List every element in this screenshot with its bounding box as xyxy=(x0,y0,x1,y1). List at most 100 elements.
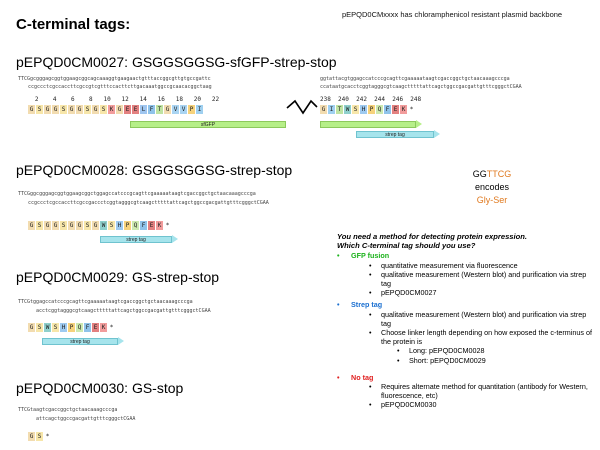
amino-acid-residue: G xyxy=(28,105,36,114)
stop-codon-residue: * xyxy=(108,323,116,332)
amino-acid-residue: H xyxy=(360,105,368,114)
amino-acid-residue: E xyxy=(92,323,100,332)
amino-acid-residue: L xyxy=(140,105,148,114)
no-tag-heading: No tag xyxy=(351,372,374,382)
stop-codon-residue: * xyxy=(164,221,172,230)
stop-codon-residue: * xyxy=(44,432,52,441)
codon-ttcg: TTCG xyxy=(486,169,512,179)
tag-choice-panel: You need a method for detecting protein … xyxy=(337,232,597,410)
strep-tag-feature-bar-0028: strep tag xyxy=(100,236,172,243)
amino-acid-residue: G xyxy=(52,105,60,114)
construct-0027-aa-numbers-left: 2 4 6 8 10 12 14 16 18 20 22 xyxy=(24,96,220,103)
gfp-item-2: qualitative measurement (Western blot) a… xyxy=(381,269,587,289)
amino-acid-residue: S xyxy=(36,323,44,332)
amino-acid-residue: P xyxy=(188,105,196,114)
amino-acid-residue: G xyxy=(92,105,100,114)
amino-acid-residue: P xyxy=(68,323,76,332)
amino-acid-residue: K xyxy=(400,105,408,114)
notag-item-1: Requires alternate method for quantitati… xyxy=(381,382,588,401)
amino-acid-residue: G xyxy=(52,221,60,230)
stop-codon-residue: * xyxy=(408,105,416,114)
construct-0027-dna-bottom-right: ccataatgcacctcggtagggcgtcaagctttttattcag… xyxy=(320,84,522,90)
construct-0028-title: pEPQD0CM0028: GSGGSGGSG-strep-stop xyxy=(16,162,293,178)
sfgfp-feature-bar: sfGFP xyxy=(130,121,286,128)
amino-acid-residue: W xyxy=(100,221,108,230)
amino-acid-residue: S xyxy=(36,221,44,230)
codon-gg: GG xyxy=(472,169,487,179)
strep-tag-arrow-icon xyxy=(172,235,178,243)
amino-acid-residue: F xyxy=(148,105,156,114)
amino-acid-residue: G xyxy=(116,105,124,114)
construct-0027-dna-top-left: TTCGgcgggagcggtggaagcggcagcaaaggtgaagaac… xyxy=(18,76,211,82)
amino-acid-residue: W xyxy=(44,323,52,332)
backbone-note: pEPQD0CMxxxx has chloramphenicol resista… xyxy=(342,10,563,19)
amino-acid-residue: E xyxy=(148,221,156,230)
strep-sub-long: Long: pEPQD0CM0028 xyxy=(409,346,485,356)
construct-0029-title: pEPQD0CM0029: GS-strep-stop xyxy=(16,269,220,285)
page-title: C-terminal tags: xyxy=(16,16,131,33)
construct-0029-dna-top: TTCGtggagccatcccgcagttcgaaaaataagtcgaccg… xyxy=(18,299,193,305)
amino-acid-residue: G xyxy=(320,105,328,114)
sfgfp-feature-bar-continued xyxy=(320,121,416,128)
construct-0027-title: pEPQD0CM0027: GSGGSGGSG-sfGFP-strep-stop xyxy=(16,54,337,70)
amino-acid-residue: S xyxy=(60,105,68,114)
amino-acid-residue: T xyxy=(156,105,164,114)
amino-acid-residue: G xyxy=(76,105,84,114)
amino-acid-residue: K xyxy=(156,221,164,230)
amino-acid-residue: S xyxy=(108,221,116,230)
question-line-1: You need a method for detecting protein … xyxy=(337,232,528,241)
amino-acid-residue: G xyxy=(68,105,76,114)
amino-acid-residue: S xyxy=(36,432,44,441)
amino-acid-residue: G xyxy=(28,323,36,332)
strep-item-1: qualitative measurement (Western blot) a… xyxy=(381,309,587,328)
amino-acid-residue: S xyxy=(60,221,68,230)
strep-tag-feature-bar-0027: strep tag xyxy=(356,131,434,138)
amino-acid-residue: P xyxy=(368,105,376,114)
amino-acid-residue: S xyxy=(352,105,360,114)
amino-acid-residue: Q xyxy=(76,323,84,332)
encodes-label: encodes xyxy=(474,182,510,192)
construct-0029-dna-bottom: acctcggtagggcgtcaagctttttattcagctggccgac… xyxy=(36,308,211,314)
amino-acid-residue: S xyxy=(100,105,108,114)
gfp-item-1: quantitative measurement via fluorescenc… xyxy=(381,260,518,270)
amino-acid-residue: F xyxy=(140,221,148,230)
amino-acid-residue: V xyxy=(172,105,180,114)
no-tag-list: •Requires alternate method for quantitat… xyxy=(369,382,597,410)
amino-acid-residue: G xyxy=(44,105,52,114)
notag-item-2: pEPQD0CM0030 xyxy=(381,400,437,410)
strep-tag-arrow-icon xyxy=(118,337,124,345)
gfp-fusion-heading: GFP fusion xyxy=(351,251,390,261)
construct-0027-dna-bottom-left: ccgccctcgccaccttcgccgtcgtttccacttcttgaca… xyxy=(28,84,212,90)
sfgfp-arrow-icon xyxy=(416,120,422,128)
gfp-item-3: pEPQD0CM0027 xyxy=(381,288,437,298)
amino-acid-residue: G xyxy=(28,432,36,441)
amino-acid-residue: E xyxy=(392,105,400,114)
amino-acid-residue: Q xyxy=(132,221,140,230)
construct-0027-aa-numbers-right: 238 240 242 244 246 248 xyxy=(320,96,422,103)
amino-acid-residue: W xyxy=(344,105,352,114)
codon-sequence: GGTTCG xyxy=(464,168,520,181)
strep-item-2: Choose linker length depending on how ex… xyxy=(381,328,592,347)
amino-acid-residue: E xyxy=(132,105,140,114)
amino-acid-residue: G xyxy=(28,221,36,230)
construct-0028-dna-top: TTCGggcgggagcggtggaagcggctggagccatcccgca… xyxy=(18,191,256,197)
amino-acid-residue: S xyxy=(84,221,92,230)
amino-acid-residue: K xyxy=(100,323,108,332)
amino-acid-residue: G xyxy=(68,221,76,230)
amino-acid-residue: G xyxy=(92,221,100,230)
strep-tag-heading: Strep tag xyxy=(351,300,383,310)
amino-acid-residue: G xyxy=(76,221,84,230)
strep-tag-feature-bar-0029: strep tag xyxy=(42,338,118,345)
gly-ser-label: Gly-Ser xyxy=(476,195,508,205)
construct-0030-dna-bottom: attcagctggccgacgattgtttcgggctCGAA xyxy=(36,416,136,422)
amino-acid-residue: G xyxy=(44,221,52,230)
codon-encoding-note: GGTTCG encodes Gly-Ser xyxy=(464,168,520,207)
amino-acid-residue: I xyxy=(328,105,336,114)
construct-0027-dna-top-right: ggtattacgtggagccatcccgcagttcgaaaaataagtc… xyxy=(320,76,510,82)
strep-sub-short: Short: pEPQD0CM0029 xyxy=(409,355,486,365)
amino-acid-residue: S xyxy=(36,105,44,114)
